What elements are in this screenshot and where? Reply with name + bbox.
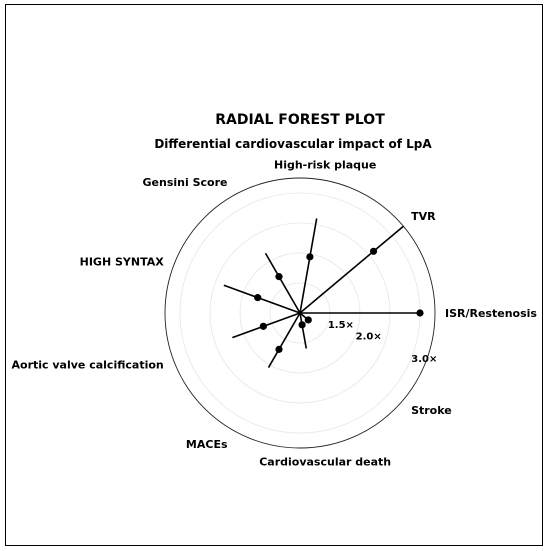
chart-title: RADIAL FOREST PLOT — [215, 112, 385, 128]
category-label: Stroke — [411, 404, 452, 417]
figure-frame — [5, 4, 543, 546]
category-label: MACEs — [186, 438, 228, 451]
category-labels: ISR/Restenosis TVR High-risk plaqueGensini… — [12, 158, 538, 468]
ci-line — [299, 218, 318, 314]
category-label: Cardiovascular death — [259, 456, 391, 469]
point-estimate — [259, 322, 267, 330]
category-label: Aortic valve calcification — [12, 359, 164, 372]
point-estimate — [275, 345, 283, 353]
radial-tick-label: 3.0× — [411, 354, 437, 365]
category-label: Gensini Score — [143, 176, 228, 189]
ci-line — [223, 284, 301, 314]
point-estimate — [369, 247, 378, 255]
category-label: HIGH SYNTAX — [80, 255, 165, 268]
radial-tick-label: 1.5× — [328, 320, 354, 331]
point-estimate — [275, 273, 283, 281]
outer-boundary-circle — [164, 177, 436, 449]
ci-line — [267, 312, 301, 368]
category-label: High-risk plaque — [274, 158, 376, 171]
ci-line — [264, 252, 301, 314]
point-estimate — [416, 309, 424, 317]
radial-tick-label: 2.0× — [356, 331, 382, 342]
point-estimate — [298, 321, 306, 329]
point-estimate — [304, 316, 312, 324]
ci-line — [299, 225, 404, 314]
category-label: ISR/Restenosis — [445, 307, 537, 320]
ci-line — [299, 312, 308, 349]
chart-subtitle: Differential cardiovascular impact of Lp… — [154, 137, 432, 151]
point-estimate — [254, 294, 262, 302]
radial-tick-labels: 1.5×2.0× 3.0× — [328, 320, 438, 365]
category-label: TVR — [411, 210, 436, 223]
point-estimate — [306, 253, 314, 261]
confidence-interval-spokes — [223, 218, 424, 368]
